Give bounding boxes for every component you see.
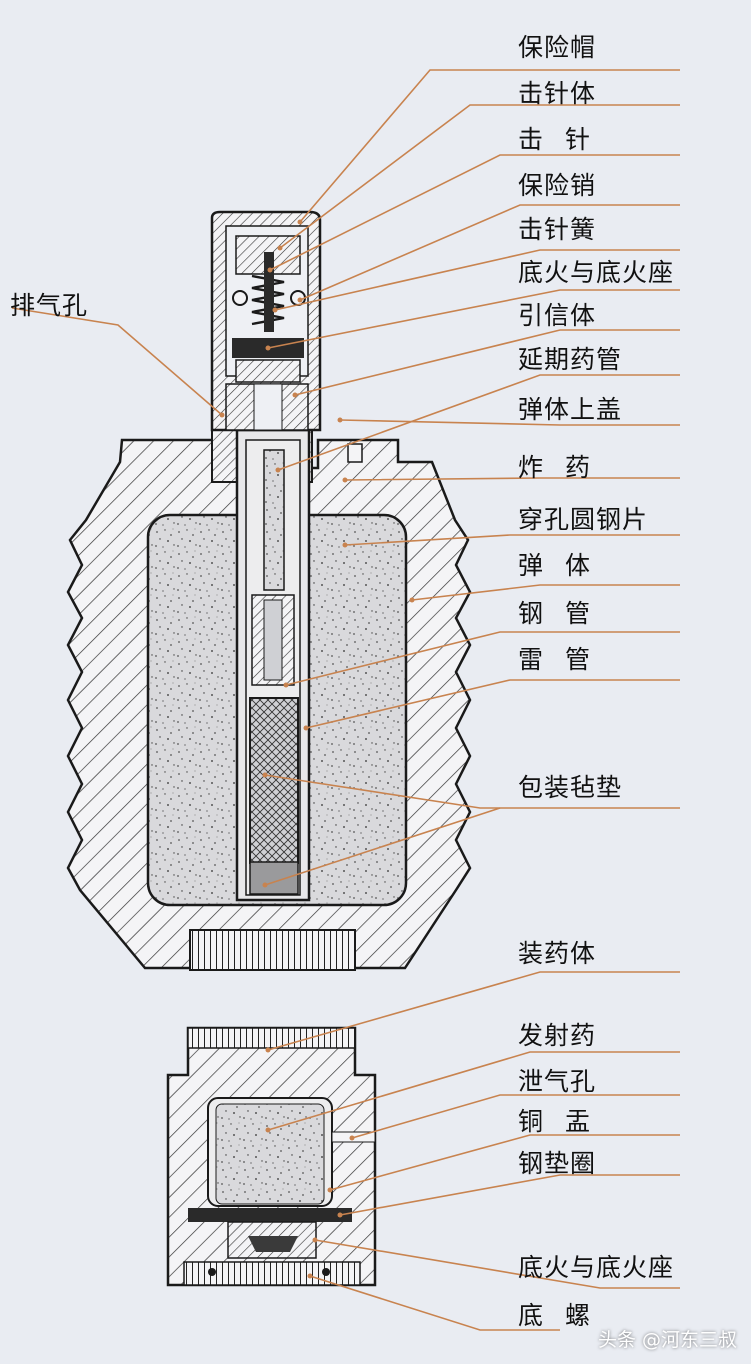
label-felt-pad: 包装毡垫 (518, 773, 623, 802)
label-explosive: 炸药 (518, 453, 613, 482)
label-primer-top: 底火与底火座 (518, 258, 675, 287)
label-detonator: 雷管 (518, 645, 613, 674)
label-steel-tube: 钢管 (518, 599, 613, 628)
label-vent-hole: 泄气孔 (518, 1067, 597, 1096)
label-base-screw: 底螺 (518, 1301, 613, 1330)
label-charge-body: 装药体 (518, 939, 597, 968)
label-primer-bottom: 底火与底火座 (518, 1253, 675, 1282)
label-firing-pin-body: 击针体 (518, 79, 597, 108)
leader-dots (219, 219, 415, 1279)
label-safety-pin: 保险销 (518, 171, 597, 200)
watermark: 头条 @河东三叔 (597, 1329, 737, 1351)
steel-tube (235, 428, 311, 902)
label-copper-cup: 铜盂 (518, 1107, 613, 1136)
label-exhaust-hole: 排气孔 (10, 291, 89, 320)
label-delay-tube: 延期药管 (518, 345, 623, 374)
label-propellant: 发射药 (518, 1021, 597, 1050)
label-firing-pin: 击针 (518, 125, 613, 154)
label-firing-pin-spring: 击针簧 (518, 215, 597, 244)
label-fuze-body: 引信体 (518, 301, 597, 330)
label-safety-cap: 保险帽 (518, 33, 597, 62)
label-steel-washer: 钢垫圈 (518, 1149, 597, 1178)
leader-lines (11, 69, 680, 1331)
label-perforated-disc: 穿孔圆钢片 (518, 505, 649, 534)
label-grenade-body: 弹体 (518, 551, 613, 580)
fuze-assembly (210, 210, 322, 432)
propellant-body (166, 1026, 377, 1287)
label-upper-cover: 弹体上盖 (518, 395, 623, 424)
